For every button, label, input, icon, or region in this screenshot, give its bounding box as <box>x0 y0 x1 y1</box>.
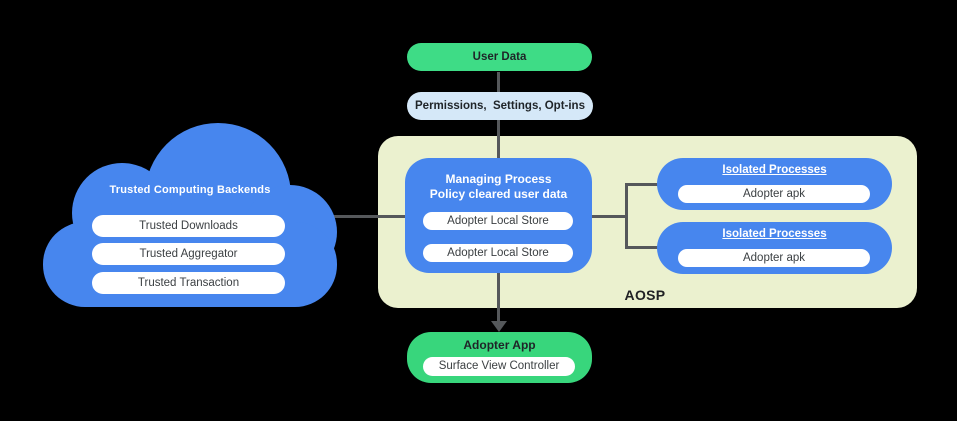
adopter-app-title: Adopter App <box>463 338 536 352</box>
managing-process-title-line2: Policy cleared user data <box>429 187 568 201</box>
connector-permissions-managing <box>497 119 500 158</box>
connector-branch-isolated1 <box>625 183 659 186</box>
connector-branch-isolated2 <box>625 246 659 249</box>
surface-view-controller-pill: Surface View Controller <box>423 357 575 376</box>
managing-process-title-line1: Managing Process <box>445 172 552 186</box>
managing-process-title: Managing Process Policy cleared user dat… <box>405 172 592 202</box>
adopter-apk-pill: Adopter apk <box>678 185 870 203</box>
trusted-downloads-pill: Trusted Downloads <box>92 215 285 237</box>
adopter-local-store-pill: Adopter Local Store <box>423 212 573 230</box>
trusted-transaction-pill: Trusted Transaction <box>92 272 285 294</box>
isolated-processes-node: Isolated Processes Adopter apk <box>657 222 892 274</box>
connector-managing-adopterapp <box>497 273 500 322</box>
connector-userdata-permissions <box>497 72 500 93</box>
connector-branch-vertical <box>625 183 628 249</box>
adopter-local-store-pill: Adopter Local Store <box>423 244 573 262</box>
connector-managing-branch <box>590 215 627 218</box>
arrow-down-icon <box>491 321 507 332</box>
connector-cloud-managing <box>320 215 407 218</box>
aosp-label: AOSP <box>624 287 666 303</box>
user-data-node: User Data <box>407 43 592 71</box>
adopter-app-node: Adopter App Surface View Controller <box>407 332 592 383</box>
permissions-settings-optins-node: Permissions, Settings, Opt-ins <box>407 92 593 120</box>
adopter-apk-pill: Adopter apk <box>678 249 870 267</box>
managing-process-node: Managing Process Policy cleared user dat… <box>405 158 592 273</box>
trusted-aggregator-pill: Trusted Aggregator <box>92 243 285 265</box>
isolated-processes-node: Isolated Processes Adopter apk <box>657 158 892 210</box>
isolated-processes-title: Isolated Processes <box>722 228 827 240</box>
isolated-processes-title: Isolated Processes <box>722 164 827 176</box>
cloud-title: Trusted Computing Backends <box>109 184 271 196</box>
